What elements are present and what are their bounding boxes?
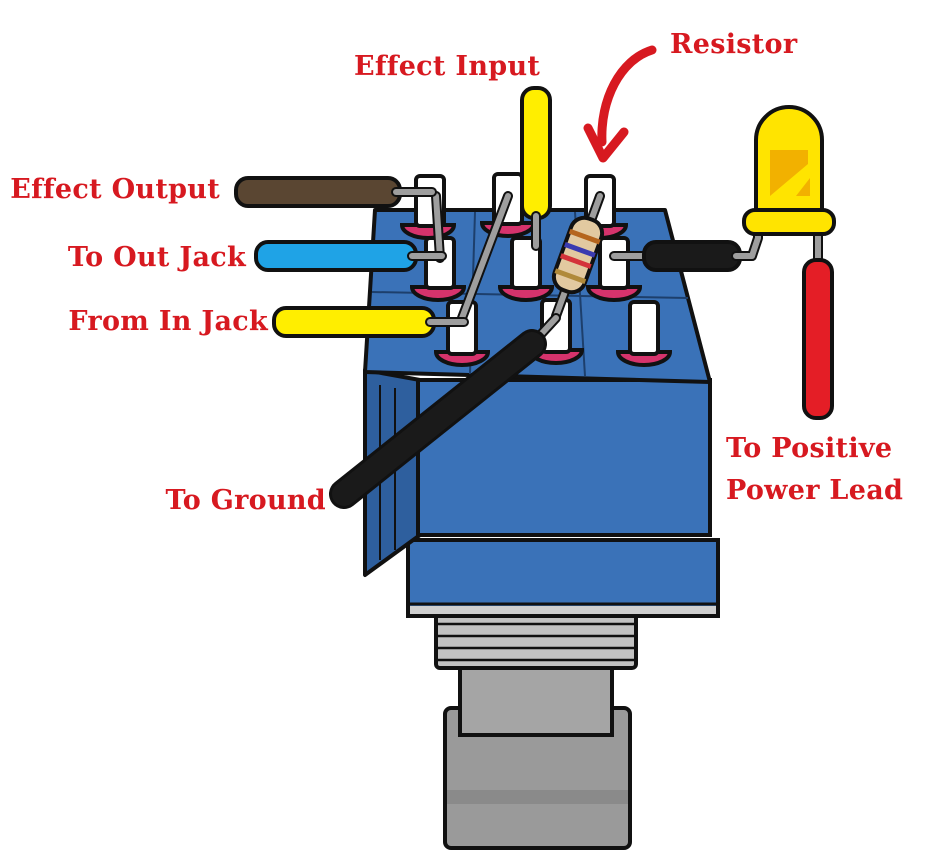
jumper-wires (431, 191, 513, 323)
wire-from-in-jack (272, 306, 469, 338)
switch-thread (434, 610, 638, 670)
wire-led-lead (609, 217, 763, 272)
wire-effect-input (520, 86, 552, 251)
label-power-lead: Power Lead (726, 475, 904, 506)
curved-arrow-icon (583, 45, 657, 163)
label-effect-output: Effect Output (10, 174, 220, 205)
led-bulb-icon (742, 105, 836, 236)
wire-to-out-jack (254, 240, 447, 272)
label-to-ground: To Ground (165, 485, 326, 516)
label-resistor: Resistor (670, 29, 798, 60)
wire-to-positive (802, 225, 834, 420)
label-to-positive: To Positive (726, 433, 893, 464)
label-effect-input: Effect Input (354, 51, 541, 82)
wire-to-ground (329, 313, 561, 509)
label-to-out-jack: To Out Jack (67, 242, 246, 273)
resistor-icon (551, 191, 605, 321)
label-from-in-jack: From In Jack (68, 306, 268, 337)
switch-plunger (443, 648, 632, 850)
wire-effect-output (234, 176, 437, 208)
